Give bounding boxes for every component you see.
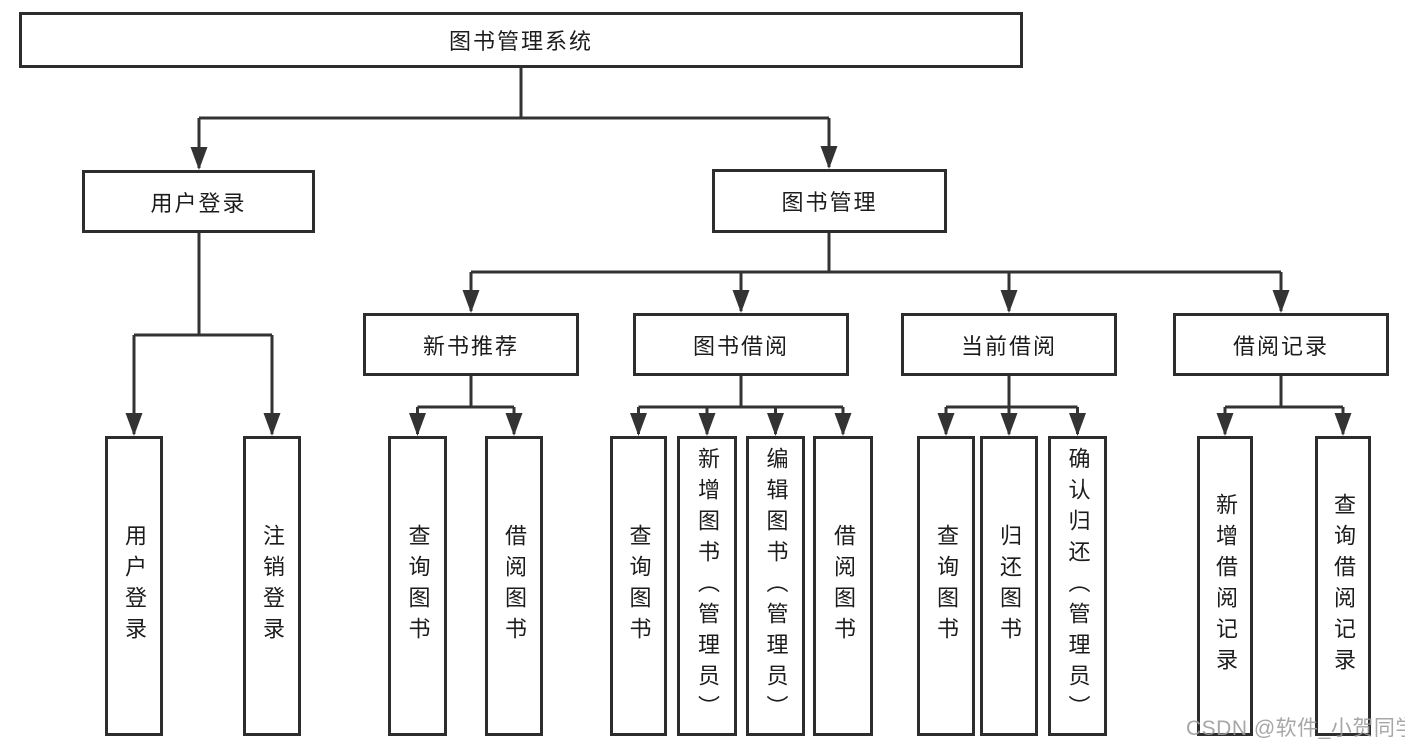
leaf-label: 借阅图书 xyxy=(831,524,856,648)
leaf-current-query-books: 查询图书 xyxy=(917,436,975,736)
leaf-label: 用户登录 xyxy=(122,524,147,648)
leaf-records-add-record: 新增借阅记录 xyxy=(1197,436,1253,736)
arrowheads-records-leaves xyxy=(1216,413,1352,436)
arrowheads-login-leaves xyxy=(125,413,281,436)
node-current-borrow: 当前借阅 xyxy=(901,313,1117,376)
arrowheads-level3 xyxy=(462,290,1290,313)
connector-login-to-leaves xyxy=(132,233,274,434)
connector-root-to-level2 xyxy=(197,68,831,168)
leaf-label: 新增图书（管理员） xyxy=(695,446,720,726)
leaf-label: 确认归还（管理员） xyxy=(1065,446,1091,726)
leaf-newbook-borrow-books: 借阅图书 xyxy=(485,436,543,736)
arrowheads-borrow-leaves xyxy=(630,413,852,436)
csdn-watermark: CSDN @软件_小贺同学 xyxy=(1186,717,1405,740)
leaf-label: 编辑图书（管理员） xyxy=(763,446,789,726)
leaf-label: 查询借阅记录 xyxy=(1331,493,1356,679)
node-label: 借阅记录 xyxy=(1232,333,1329,359)
connector-records-to-leaves xyxy=(1223,376,1345,434)
leaf-label: 查询图书 xyxy=(626,524,652,648)
connector-borrow-to-leaves xyxy=(637,376,845,434)
connector-newbooks-to-leaves xyxy=(416,376,516,434)
leaf-label: 归还图书 xyxy=(997,524,1022,648)
node-label: 新书推荐 xyxy=(422,333,519,359)
node-new-book-recommend: 新书推荐 xyxy=(363,313,579,376)
arrowheads-current-leaves xyxy=(937,413,1086,436)
leaf-label: 查询图书 xyxy=(934,524,959,648)
node-label: 图书管理系统 xyxy=(448,29,593,54)
leaf-label: 新增借阅记录 xyxy=(1213,493,1238,679)
node-book-management: 图书管理 xyxy=(712,169,947,233)
leaf-records-query-record: 查询借阅记录 xyxy=(1315,436,1371,736)
node-label: 图书借阅 xyxy=(692,333,789,359)
leaf-label: 借阅图书 xyxy=(502,524,527,648)
leaf-logout: 注销登录 xyxy=(243,436,301,736)
leaf-borrow-add-books-admin: 新增图书（管理员） xyxy=(677,436,737,736)
leaf-user-login: 用户登录 xyxy=(105,436,163,736)
connector-mgmt-to-level3 xyxy=(469,233,1283,311)
node-book-borrow: 图书借阅 xyxy=(633,313,849,376)
leaf-borrow-borrow-books: 借阅图书 xyxy=(813,436,873,736)
arrowheads-newbooks-leaves xyxy=(409,413,523,436)
node-borrow-records: 借阅记录 xyxy=(1173,313,1389,376)
leaf-borrow-edit-books-admin: 编辑图书（管理员） xyxy=(746,436,805,736)
node-root-library-system: 图书管理系统 xyxy=(19,12,1023,68)
node-label: 用户登录 xyxy=(150,190,247,216)
leaf-label: 注销登录 xyxy=(260,524,285,648)
leaf-current-return-books: 归还图书 xyxy=(980,436,1038,736)
arrowheads-level2 xyxy=(190,146,838,170)
leaf-borrow-query-books: 查询图书 xyxy=(610,436,667,736)
node-label: 当前借阅 xyxy=(960,333,1057,359)
leaf-label: 查询图书 xyxy=(405,524,431,648)
leaf-current-confirm-return-admin: 确认归还（管理员） xyxy=(1048,436,1107,736)
node-user-login: 用户登录 xyxy=(82,170,315,233)
leaf-newbook-query-books: 查询图书 xyxy=(388,436,447,736)
node-label: 图书管理 xyxy=(781,190,878,215)
